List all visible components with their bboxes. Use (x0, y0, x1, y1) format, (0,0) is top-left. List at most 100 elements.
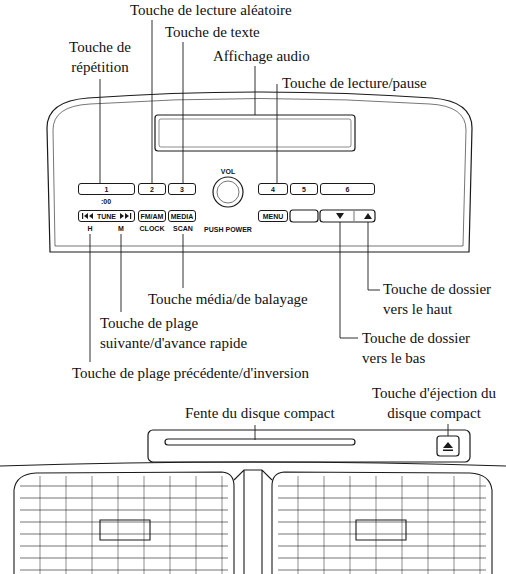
volume-knob (213, 177, 243, 207)
button-caption: :00 (101, 198, 111, 205)
folder-rocker-button (320, 210, 375, 222)
callout-label: Touche de dossier vers le bas (362, 329, 480, 368)
center-bezel (234, 470, 272, 574)
callout-label: Touche de plage suivante/d'avance rapide (100, 314, 265, 353)
leader-line (277, 84, 278, 183)
leader-line (183, 42, 184, 183)
prev-triangles (84, 213, 93, 219)
radio-button: 1 (78, 183, 135, 195)
vent-fin (376, 476, 377, 574)
leader-line (255, 66, 256, 115)
radio-button: 5 (290, 183, 318, 195)
button-caption: VOL (221, 168, 235, 175)
button-label: 1 (105, 186, 109, 193)
button-caption: PUSH POWER (204, 226, 252, 233)
button-label: 5 (302, 186, 306, 193)
vent-slat (20, 486, 228, 487)
vent-fin (66, 476, 67, 574)
vent-slat (20, 498, 228, 499)
button-label: MENU (263, 213, 284, 220)
vent-slat (278, 486, 486, 487)
callout-label: Touche de lecture aléatoire (130, 1, 292, 21)
folder-down-symbol (336, 213, 344, 219)
leader-line (255, 425, 256, 440)
vent-fin (196, 476, 197, 574)
button-label: MEDIA (171, 213, 194, 220)
vent-slat (20, 534, 228, 535)
radio-button: MENU (258, 210, 288, 222)
callout-label: Touche de plage précédente/d'inversion (72, 364, 309, 384)
rocker-divider (354, 211, 355, 221)
callout-label: Touche d'éjection du disque compact (366, 384, 502, 423)
leader-line (340, 222, 358, 338)
leader-line (90, 234, 91, 362)
unit-housing (47, 92, 472, 252)
eject-symbol (443, 442, 453, 448)
leader-line (183, 234, 184, 288)
callout-label: Touche de dossier vers le haut (383, 280, 501, 319)
button-caption: SCAN (173, 225, 193, 232)
unit-housing-inner (53, 99, 466, 247)
button-caption: H (87, 225, 92, 232)
radio-button: 4 (258, 183, 288, 195)
vent-fin (40, 476, 41, 574)
callout-label: Touche de répétition (60, 38, 140, 77)
button-caption: CLOCK (140, 225, 165, 232)
callout-label: Touche média/de balayage (148, 290, 308, 310)
vent-slat (278, 510, 486, 511)
cd-panel (148, 430, 470, 462)
eject-symbol-bar (443, 450, 453, 452)
radio-button: 2 (138, 183, 166, 195)
vent-fin (324, 476, 325, 574)
leader-line (121, 234, 122, 312)
vent-fin (402, 476, 403, 574)
vent-slat (278, 570, 486, 571)
vent-fin (222, 476, 223, 574)
callout-label: Fente du disque compact (185, 404, 335, 424)
vent-fin (170, 476, 171, 574)
next-triangles (120, 213, 129, 219)
vent-fin (118, 476, 119, 574)
audio-display (155, 115, 355, 151)
radio-button: 6 (320, 183, 375, 195)
volume-knob-inner (217, 181, 239, 203)
vent-fin (454, 476, 455, 574)
cd-eject-button (437, 436, 459, 456)
callout-label: Touche de texte (165, 23, 260, 43)
radio-button: TUNE (78, 210, 135, 222)
vent-slat (278, 522, 486, 523)
vent-slat (278, 546, 486, 547)
prev-bar (82, 213, 83, 219)
callout-label: Affichage audio (213, 47, 310, 67)
vent-fin (428, 476, 429, 574)
callout-label: Touche de lecture/pause (282, 74, 427, 94)
vent-fin (144, 476, 145, 574)
folder-up-symbol (364, 213, 372, 219)
vent-fin (350, 476, 351, 574)
vent-slat (278, 534, 486, 535)
button-label: FM/AM (141, 213, 164, 220)
vent-slat (278, 558, 486, 559)
button-label: TUNE (97, 213, 116, 220)
vent-slat (20, 510, 228, 511)
button-label: 2 (150, 186, 154, 193)
leader-line (100, 79, 101, 183)
vent-slat (20, 558, 228, 559)
button-label: 3 (180, 186, 184, 193)
cd-slot (165, 439, 355, 445)
radio-button: MEDIA (168, 210, 196, 222)
audio-display-inner (159, 119, 351, 147)
vent-fin (298, 476, 299, 574)
right-vent (272, 472, 492, 574)
vent-slat (278, 498, 486, 499)
leader-line (368, 222, 380, 290)
radio-button: FM/AM (138, 210, 166, 222)
button-label: 4 (271, 186, 275, 193)
vent-slat (20, 546, 228, 547)
button-label: 6 (346, 186, 350, 193)
leader-line (152, 20, 153, 183)
vent-knob (100, 520, 406, 540)
blank-button (290, 210, 318, 222)
vent-slat (20, 570, 228, 571)
